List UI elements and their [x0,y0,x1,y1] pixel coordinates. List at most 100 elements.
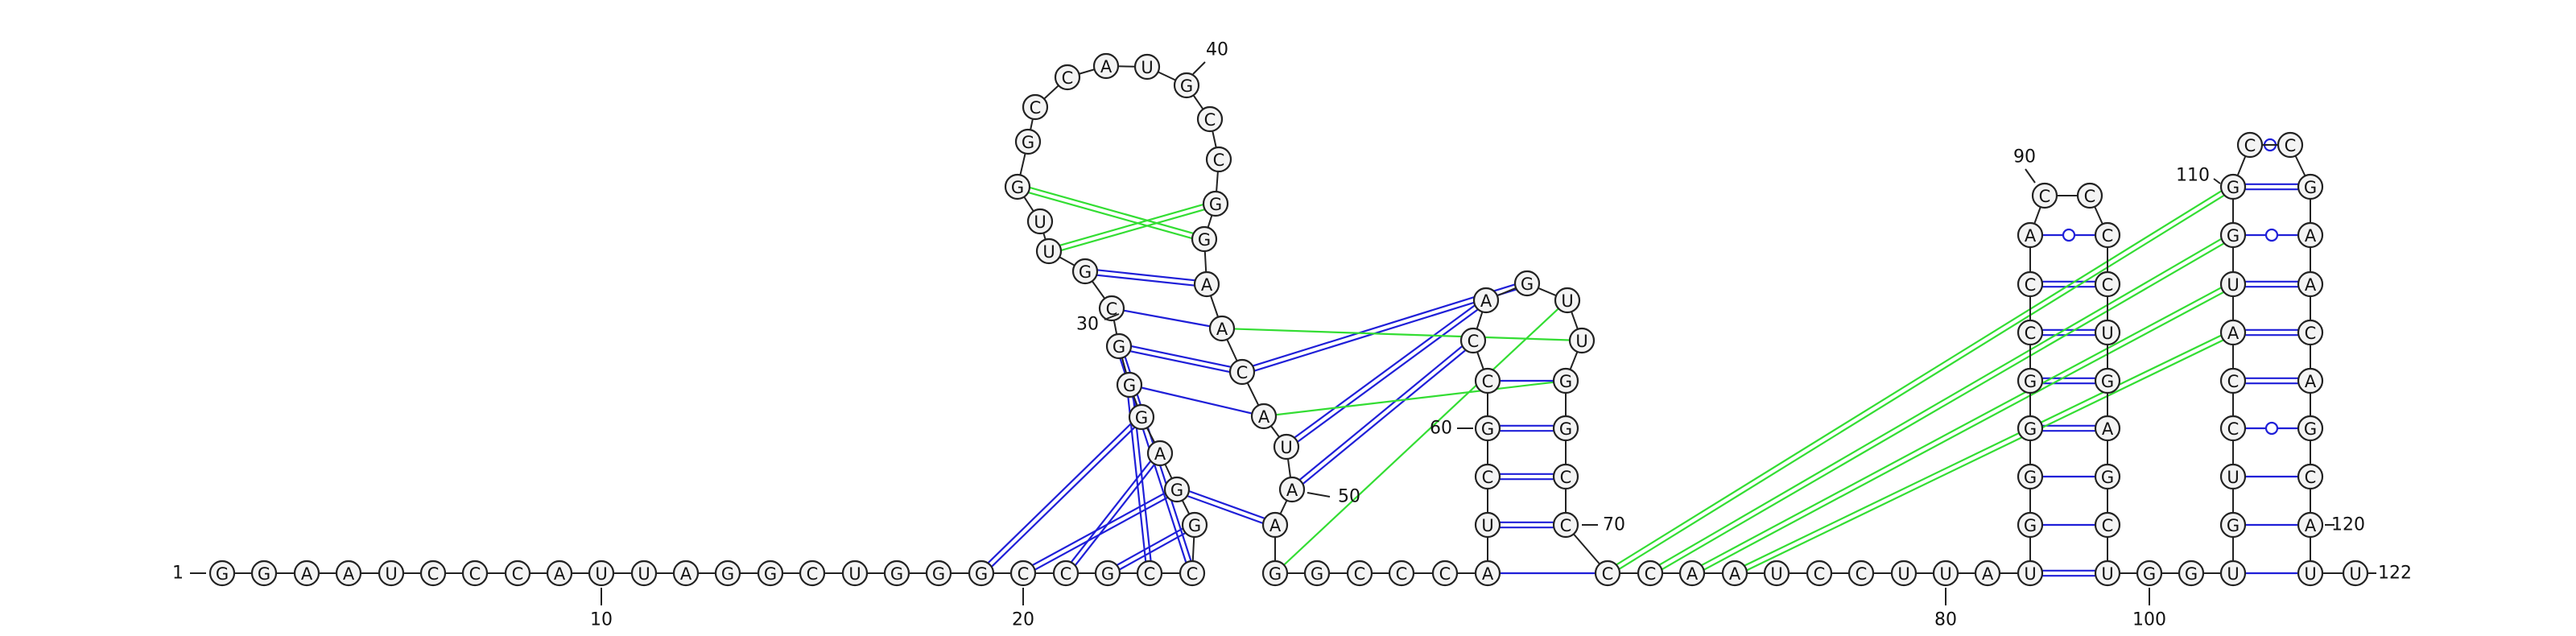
label-80: 80 [1934,610,1957,630]
nucleotide-circle [2236,131,2264,159]
nucleotide-circle [1054,64,1081,91]
nucleotide-12: A [672,560,700,587]
nucleotide-circle [2297,415,2324,442]
nucleotide-letter: C [2244,136,2256,155]
pseudoknot-line [1221,327,1583,342]
pseudoknot-line [1274,299,1568,574]
nucleotide-letter: A [1269,516,1282,535]
nucleotide-letter: C [2285,136,2297,155]
nucleotide-circle [2219,560,2247,587]
label-tick [1104,313,1120,320]
nucleotide-35: G [1004,173,1031,200]
nucleotide-letter: G [2101,372,2114,391]
nucleotide-letter: C [1060,564,1072,584]
nucleotide-letter: G [2024,468,2037,487]
nucleotide-82: U [2017,560,2044,587]
nucleotide-87: C [2017,319,2044,346]
base-pair-line [982,418,1145,576]
nucleotide-circle [1763,560,1790,587]
nucleotide-50: U [1273,433,1300,460]
base-pair-line [1287,301,1488,450]
nucleotide-letter: G [2101,468,2114,487]
nucleotide-letter: U [2227,564,2239,584]
nucleotide-circle [841,560,869,587]
nucleotide-circle [1261,511,1289,539]
nucleotide-letter: G [1123,376,1136,395]
nucleotide-circle [1071,258,1099,285]
nucleotide-letter: A [1154,444,1166,464]
nucleotide-43: C [1205,146,1232,173]
nucleotide-circle [1193,271,1220,298]
nucleotide-letter: C [2025,324,2037,343]
nucleotide-92: C [2094,221,2121,249]
nucleotide-circle [1932,560,1959,587]
nucleotide-13: G [714,560,741,587]
label-1: 1 [172,564,184,584]
nucleotide-letter: A [2102,419,2114,439]
nucleotide-9: A [546,560,573,587]
nucleotide-letter: U [2101,324,2113,343]
nucleotide-77: C [1806,560,1833,587]
nucleotide-5: U [378,560,405,587]
nucleotide-89: A [2017,221,2044,249]
nucleotide-55: C [1346,560,1373,587]
nucleotide-58: A [1474,560,1501,587]
nucleotide-letter: A [1729,564,1741,584]
nucleotide-106: C [2219,367,2247,394]
nucleotide-letter: G [2185,564,2198,584]
nucleotide-letter: A [1482,564,1494,584]
nucleotide-letter: U [2024,564,2036,584]
nucleotide-circle [2219,367,2247,394]
nucleotide-letter: G [1188,516,1201,535]
nucleotide-circle [1388,560,1415,587]
nucleotide-letter: U [2349,564,2361,584]
nucleotide-letter: G [1209,195,1222,214]
nucleotide-circle [1474,463,1501,490]
nucleotide-letter: U [1561,291,1573,311]
nucleotide-42: C [1196,105,1224,133]
nucleotide-letter: G [1170,481,1183,500]
nucleotide-circle [1163,476,1191,503]
nucleotide-letter: C [1236,363,1249,382]
nucleotide-45: G [1191,225,1218,253]
nucleotide-letter: C [1468,332,1480,351]
nucleotide-letter: A [343,564,355,584]
nucleotide-circle [1208,315,1236,342]
base-pair-line [1111,307,1223,330]
nucleotide-circle [378,560,405,587]
nucleotide-circle [799,560,826,587]
nucleotide-66: U [1554,287,1581,314]
nucleotide-letter: U [1034,213,1046,232]
nucleotide-circle [1181,511,1208,539]
base-pair-line [1284,297,1485,446]
label-tick [1192,61,1206,75]
nucleotide-84: G [2017,463,2044,490]
nucleotide-letter: G [1559,372,1572,391]
nucleotide-letter: G [1311,564,1323,584]
nucleotide-circle [1552,415,1579,442]
nucleotide-letter: U [385,564,397,584]
base-pair-line [1177,485,1277,524]
nucleotide-circle [2094,463,2121,490]
nucleotide-23: C [1136,560,1163,587]
pseudoknot-line [1018,183,1206,237]
nucleotide-30: G [1105,332,1133,360]
nucleotide-112: C [2277,131,2304,159]
nucleotide-1: G [208,560,236,587]
nucleotide-circle [1637,560,1664,587]
pseudoknot-line [1047,200,1216,250]
nucleotide-111: C [2236,131,2264,159]
nucleotide-letter: G [216,564,229,584]
nucleotide-circle [461,560,489,587]
nucleotide-letter: G [1011,178,1024,197]
label-20: 20 [1012,610,1034,630]
base-pair-line [978,414,1141,572]
nucleotide-circle [2031,182,2058,209]
nucleotide-79: U [1890,560,1918,587]
nucleotide-103: G [2219,511,2247,539]
nucleotide-letter: A [1258,407,1270,427]
nucleotide-21: C [1052,560,1080,587]
nucleotide-circle [968,560,995,587]
nucleotide-circle [1974,560,2001,587]
nucleotide-107: A [2219,319,2247,346]
